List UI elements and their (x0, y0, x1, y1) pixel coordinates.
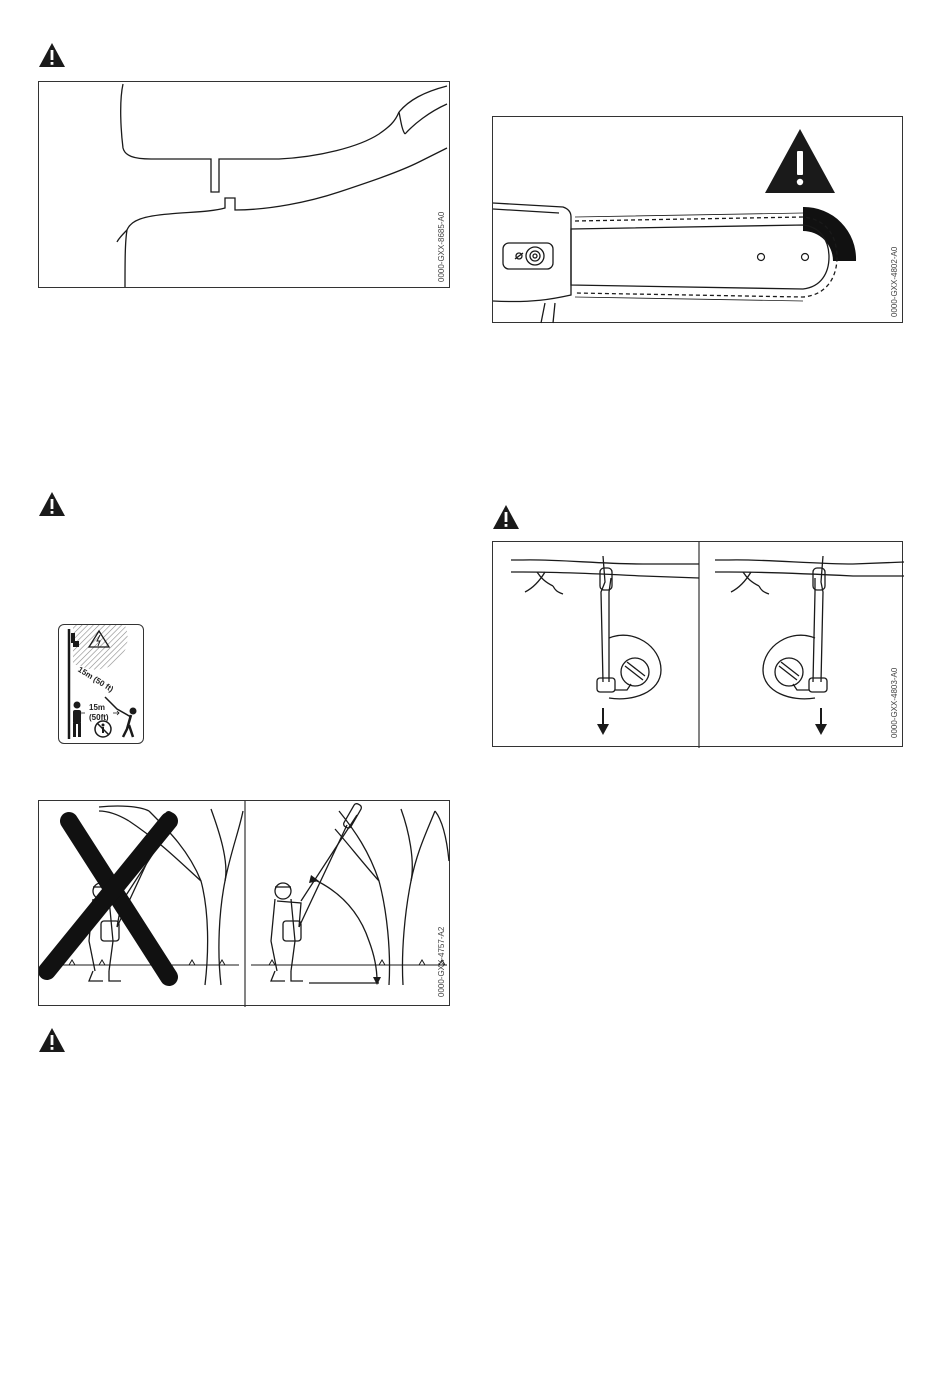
distance-lower-feet: (50ft) (89, 713, 109, 722)
warning-triangle-icon (38, 491, 66, 517)
no-person-icon (95, 721, 111, 737)
operator-icon (105, 697, 137, 737)
figure-notch-cut: 0000-GXX-8685-A0 (38, 81, 450, 288)
warning-triangle-icon (492, 504, 520, 530)
figure-code: 0000-GXX-4757-A2 (437, 927, 446, 997)
figure-code: 0000-GXX-4803-A0 (890, 668, 899, 738)
warning-triangle-icon (38, 1027, 66, 1053)
kickback-zone-illustration (493, 117, 904, 324)
person-icon (73, 702, 81, 738)
notch-cut-illustration (39, 82, 451, 289)
branch-angle-illustration (39, 801, 451, 1007)
distance-lower-meters: 15m (89, 703, 105, 712)
figure-pull-cut: 0000-GXX-4803-A0 (492, 541, 903, 747)
figure-branch-angle: 0000-GXX-4757-A2 (38, 800, 450, 1006)
safety-distance-sign: 15m (50 ft) 15m (50ft) (58, 624, 144, 744)
warning-triangle-icon (765, 129, 835, 193)
figure-kickback-zone: 0000-GXX-4802-A0 (492, 116, 903, 323)
pull-cut-illustration (493, 542, 904, 748)
figure-code: 0000-GXX-4802-A0 (890, 247, 899, 317)
figure-code: 0000-GXX-8685-A0 (437, 212, 446, 282)
warning-triangle-icon (38, 42, 66, 68)
